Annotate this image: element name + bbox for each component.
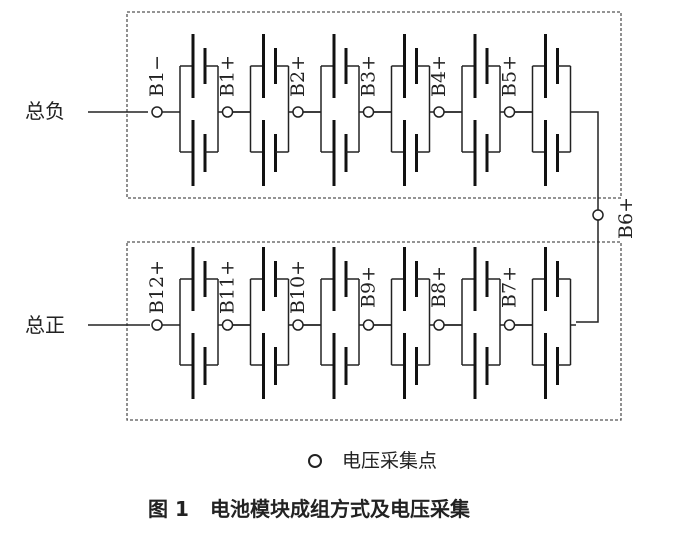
- bottom-tap-label-6: B7+: [499, 266, 521, 308]
- top-tap-label-4: B3+: [358, 55, 380, 97]
- bottom-tap-label-3: B10+: [287, 260, 309, 314]
- top-tap-point-3: [292, 106, 304, 118]
- bottom-cell-3: B10+: [287, 247, 392, 399]
- bottom-cell-1: B12+: [146, 247, 251, 399]
- top-module-box: [126, 11, 622, 199]
- bottom-tap-point-5: [433, 319, 445, 331]
- top-tap-label-5: B4+: [428, 55, 450, 97]
- bridge-tap-point: [592, 209, 604, 221]
- top-cell-6: B5+: [499, 34, 576, 186]
- top-tap-label-3: B2+: [287, 55, 309, 97]
- bottom-tap-label-4: B9+: [358, 266, 380, 308]
- legend-marker-icon: [308, 454, 322, 468]
- figure-number: 图 1: [148, 497, 189, 521]
- figure-title: 电池模块成组方式及电压采集: [210, 497, 471, 521]
- bottom-cell-6: B7+: [499, 247, 576, 399]
- legend-label: 电压采集点: [342, 450, 437, 472]
- bottom-cell-5: B8+: [428, 247, 533, 399]
- bottom-cell-4: B9+: [358, 247, 462, 399]
- bottom-terminal-label: 总正: [25, 313, 65, 337]
- top-tap-point-1: [151, 106, 163, 118]
- top-tap-label-6: B5+: [499, 55, 521, 97]
- top-cell-5: B4+: [428, 34, 533, 186]
- top-tap-point-2: [221, 106, 234, 118]
- bottom-cell-group: B12+ B11+ B10+ B9+ B8+ B7+: [146, 247, 576, 399]
- bottom-tap-point-6: [503, 319, 516, 331]
- top-terminal-label: 总负: [25, 99, 65, 123]
- series-bridge-wire-lower: [576, 220, 599, 323]
- top-tap-label-1: B1−: [146, 55, 168, 97]
- series-bridge-wire: [576, 111, 599, 210]
- top-cell-2: B1+: [217, 34, 321, 186]
- bridge-tap-label: B6+: [615, 197, 637, 239]
- bottom-tap-label-5: B8+: [428, 266, 450, 308]
- bottom-module-box: [126, 241, 622, 421]
- top-tap-point-4: [362, 106, 375, 118]
- top-cell-3: B2+: [287, 34, 392, 186]
- bottom-tap-label-1: B12+: [146, 260, 168, 314]
- top-cell-4: B3+: [358, 34, 462, 186]
- bottom-tap-point-4: [362, 319, 375, 331]
- top-tap-point-5: [433, 106, 445, 118]
- bottom-cell-2: B11+: [217, 247, 321, 399]
- bottom-tap-point-2: [221, 319, 234, 331]
- top-tap-point-6: [503, 106, 516, 118]
- top-cell-group: B1− B1+ B2+ B3+ B4+ B5+: [146, 34, 576, 186]
- bottom-tap-label-2: B11+: [217, 260, 239, 314]
- bottom-tap-point-1: [151, 319, 163, 331]
- top-tap-label-2: B1+: [217, 55, 239, 97]
- bottom-tap-point-3: [292, 319, 304, 331]
